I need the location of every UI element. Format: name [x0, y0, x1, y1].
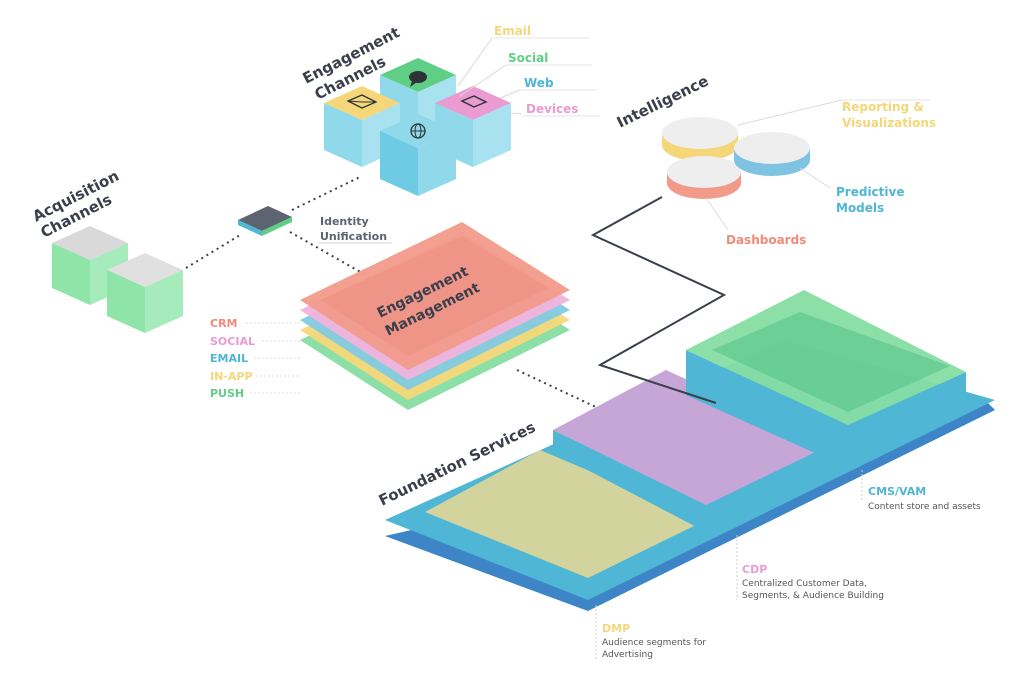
envelope-icon — [346, 94, 378, 109]
identity-unification: Identity Unification — [238, 206, 392, 244]
tablet-icon — [460, 95, 488, 108]
cms-block-side — [848, 372, 966, 468]
identity-engagement-dotted — [291, 175, 363, 211]
web-cube — [380, 114, 456, 196]
dashboards-leader — [705, 197, 729, 231]
cms-block-front — [686, 350, 848, 468]
web-leader — [499, 89, 521, 99]
identity-chip-left — [238, 220, 262, 236]
acquisition-cube-right — [107, 253, 183, 333]
acquisition-channels: Acquisition Channels — [30, 167, 183, 333]
social-layer-label: SOCIAL — [210, 335, 255, 348]
social-label: Social — [508, 51, 548, 65]
dmp-description-line1: Audience segments for — [602, 638, 706, 648]
reporting-label-line1: Reporting & — [842, 100, 924, 114]
cdp-slab-base — [553, 430, 830, 532]
identity-label-line1: Identity — [320, 215, 369, 228]
identity-label-line2: Unification — [320, 230, 387, 243]
cms-title: CMS/VAM — [868, 485, 926, 498]
layer-crm-inner — [320, 236, 548, 356]
cdp-title: CDP — [742, 563, 767, 576]
acquisition-identity-dotted — [185, 234, 241, 269]
engagement-management: Engagement Management CRM SOCIAL EMAIL I… — [210, 222, 570, 410]
devices-label: Devices — [526, 102, 578, 116]
dmp-title: DMP — [602, 622, 630, 635]
crm-label: CRM — [210, 317, 238, 330]
intelligence-connector — [590, 196, 727, 404]
dmp-slab-side — [425, 512, 706, 598]
globe-icon — [410, 123, 426, 139]
predictive-disc — [734, 132, 810, 176]
identity-chip-top — [238, 206, 292, 231]
email-leader — [457, 37, 493, 87]
web-label: Web — [524, 76, 554, 90]
dmp-slab-top — [425, 450, 706, 578]
predictive-label-line2: Models — [836, 201, 884, 215]
intelligence: Intelligence Reporting & Visualizations … — [614, 72, 936, 247]
engagement-channels: Email Social Web Devices Engagement Chan… — [300, 23, 600, 196]
email-label: Email — [494, 24, 531, 38]
devices-leader — [509, 112, 523, 115]
cms-block-inner — [712, 312, 950, 412]
cdp-description-line2: Segments, & Audience Building — [742, 591, 884, 601]
in-app-layer-label: IN-APP — [210, 370, 253, 383]
predictive-leader — [799, 167, 831, 189]
push-layer-label: PUSH — [210, 387, 244, 400]
cdp-slab-top — [553, 370, 830, 505]
cdp-description-line1: Centralized Customer Data, — [742, 579, 867, 589]
reporting-label-line2: Visualizations — [842, 116, 936, 130]
cms-description: Content store and assets — [868, 502, 981, 512]
chat-bubble-icon — [409, 71, 427, 87]
reporting-disc — [662, 117, 738, 161]
management-foundation-dotted — [516, 369, 599, 409]
identity-chip-right — [262, 217, 292, 236]
reporting-leader — [737, 99, 843, 126]
dmp-description-line2: Advertising — [602, 650, 653, 660]
foundation-services: Foundation Services CMS/VAM Content stor… — [376, 290, 995, 660]
predictive-label-line1: Predictive — [836, 185, 904, 199]
dashboards-disc — [667, 156, 741, 199]
dashboards-label: Dashboards — [726, 233, 806, 247]
email-layer-label: EMAIL — [210, 352, 248, 365]
social-leader — [459, 64, 507, 97]
